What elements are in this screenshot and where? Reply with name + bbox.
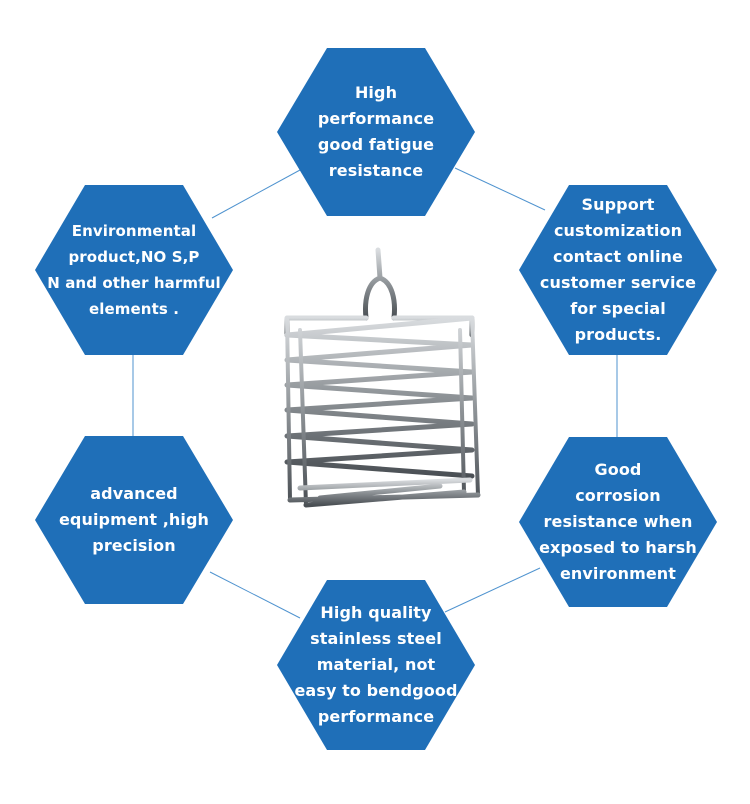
hexagon-upper-right <box>519 185 717 355</box>
hexagon-lower-left <box>35 436 233 604</box>
feature-lower-left-line-2: equipment ,high <box>58 510 210 529</box>
feature-upper-right-line-6: products. <box>574 325 662 344</box>
basket-top-rim <box>284 315 475 338</box>
hexagon-bottom <box>277 580 475 750</box>
feature-bottom-line-2: stainless steel <box>310 629 442 648</box>
feature-bottom-line-5: performance <box>317 707 435 726</box>
feature-text-upper-right: Support customization contact online cus… <box>522 188 714 352</box>
basket-coils <box>284 315 475 479</box>
feature-lower-right-line-3: resistance when <box>543 512 693 531</box>
basket-bottom-frame <box>287 477 481 508</box>
feature-top-line-3: good fatigue <box>317 135 435 154</box>
feature-top-line-2: performance <box>317 109 435 128</box>
feature-upper-left-line-1: Environmental <box>71 222 197 240</box>
connector-upper-left-to-top <box>211 169 301 219</box>
feature-lower-left-line-3: precision <box>92 536 176 555</box>
feature-upper-right-line-3: contact online <box>552 247 683 266</box>
feature-upper-right-line-5: for special <box>570 299 666 318</box>
basket-stem <box>363 247 397 321</box>
feature-lower-left-line-1: advanced <box>90 484 178 503</box>
hexagons <box>35 48 717 750</box>
feature-upper-right-line-2: customization <box>553 221 683 240</box>
feature-top-line-4: resistance <box>328 161 424 180</box>
feature-upper-left-line-2: product,NO S,P <box>68 248 200 266</box>
basket-side-frame <box>285 316 480 507</box>
hexagon-lower-right <box>519 437 717 607</box>
feature-upper-right-line-4: customer service <box>539 273 697 292</box>
feature-text-top: High performance good fatigue resistance <box>282 58 470 206</box>
spring-basket-image <box>284 247 481 508</box>
feature-bottom-line-1: High quality <box>320 603 432 622</box>
feature-text-lower-left: advanced equipment ,high precision <box>38 440 230 600</box>
feature-top-line-1: High <box>354 83 398 102</box>
hexagon-top <box>277 48 475 216</box>
feature-bottom-line-4: easy to bendgood <box>294 681 458 700</box>
hexagon-upper-left <box>35 185 233 355</box>
connector-lower-right-to-bottom <box>444 567 541 613</box>
feature-upper-left-line-3: N and other harmful <box>47 274 221 292</box>
feature-text-bottom: High quality stainless steel material, n… <box>280 584 472 746</box>
connector-top-to-upper-right <box>454 167 546 211</box>
feature-upper-left-line-4: elements . <box>89 300 179 318</box>
connector-bottom-to-lower-left <box>209 571 301 619</box>
feature-lower-right-line-1: Good <box>594 460 642 479</box>
feature-lower-right-line-2: corrosion <box>575 486 661 505</box>
connector-lines <box>132 167 618 619</box>
feature-bottom-line-3: material, not <box>316 655 436 674</box>
feature-text-lower-right: Good corrosion resistance when exposed t… <box>522 440 714 604</box>
feature-upper-right-line-1: Support <box>581 195 655 214</box>
feature-text-upper-left: Environmental product,NO S,P N and other… <box>36 188 232 352</box>
feature-lower-right-line-4: exposed to harsh <box>539 538 697 557</box>
feature-lower-right-line-5: environment <box>559 564 677 583</box>
